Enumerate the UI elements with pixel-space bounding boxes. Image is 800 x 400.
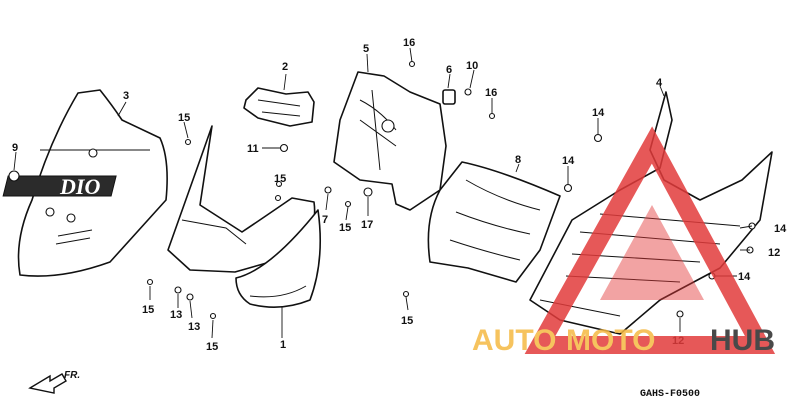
callout-15f: 15 [401, 315, 413, 327]
callout-14d: 14 [738, 271, 751, 283]
callout-14a: 14 [592, 107, 605, 119]
callout-9: 9 [12, 142, 18, 154]
callout-5: 5 [363, 43, 369, 55]
callout-15b: 15 [274, 173, 286, 185]
callout-14c: 14 [774, 223, 787, 235]
callout-17: 17 [361, 219, 373, 231]
callout-13b: 13 [188, 321, 200, 333]
figure-code: GAHS-F0500 [640, 389, 700, 400]
decal-dio: DIO [59, 174, 100, 199]
callout-3: 3 [123, 90, 129, 102]
arrow-left-icon [28, 373, 67, 394]
callout-10: 10 [466, 60, 478, 72]
part-8-duct [427, 161, 561, 283]
callout-15a: 15 [178, 112, 190, 124]
part-2-bracket [243, 87, 315, 127]
leader-lines [13, 47, 753, 339]
callout-11: 11 [247, 143, 259, 155]
callout-14b: 14 [562, 155, 575, 167]
callout-13a: 13 [170, 309, 182, 321]
callout-12a: 12 [768, 247, 780, 259]
callout-8: 8 [515, 154, 521, 166]
callout-15c: 15 [142, 304, 154, 316]
watermark-auto: AUTO [472, 324, 556, 357]
callout-6: 6 [446, 64, 452, 76]
front-direction-indicator: FR. [28, 370, 80, 394]
direction-label: FR. [64, 370, 80, 381]
watermark-logo: AUTO MOTO HUB [472, 126, 776, 357]
callout-15d: 15 [206, 341, 218, 353]
part-1-lower-cover [167, 125, 322, 308]
callout-4: 4 [656, 77, 663, 89]
part-3-front-cover: DIO [2, 89, 168, 277]
callout-1: 1 [280, 339, 286, 351]
part-6-clip [442, 89, 456, 105]
callout-16a: 16 [403, 37, 415, 49]
callout-16b: 16 [485, 87, 497, 99]
callout-15e: 15 [339, 222, 351, 234]
watermark-moto: MOTO [566, 324, 655, 357]
callout-2: 2 [282, 61, 288, 73]
part-5-inner-cover [333, 71, 447, 211]
watermark-hub: HUB [710, 324, 775, 357]
callout-labels: 1 2 3 4 5 6 7 8 9 10 11 12 12 13 13 14 1… [12, 37, 787, 353]
fasteners [8, 60, 756, 320]
callout-7: 7 [322, 214, 328, 226]
